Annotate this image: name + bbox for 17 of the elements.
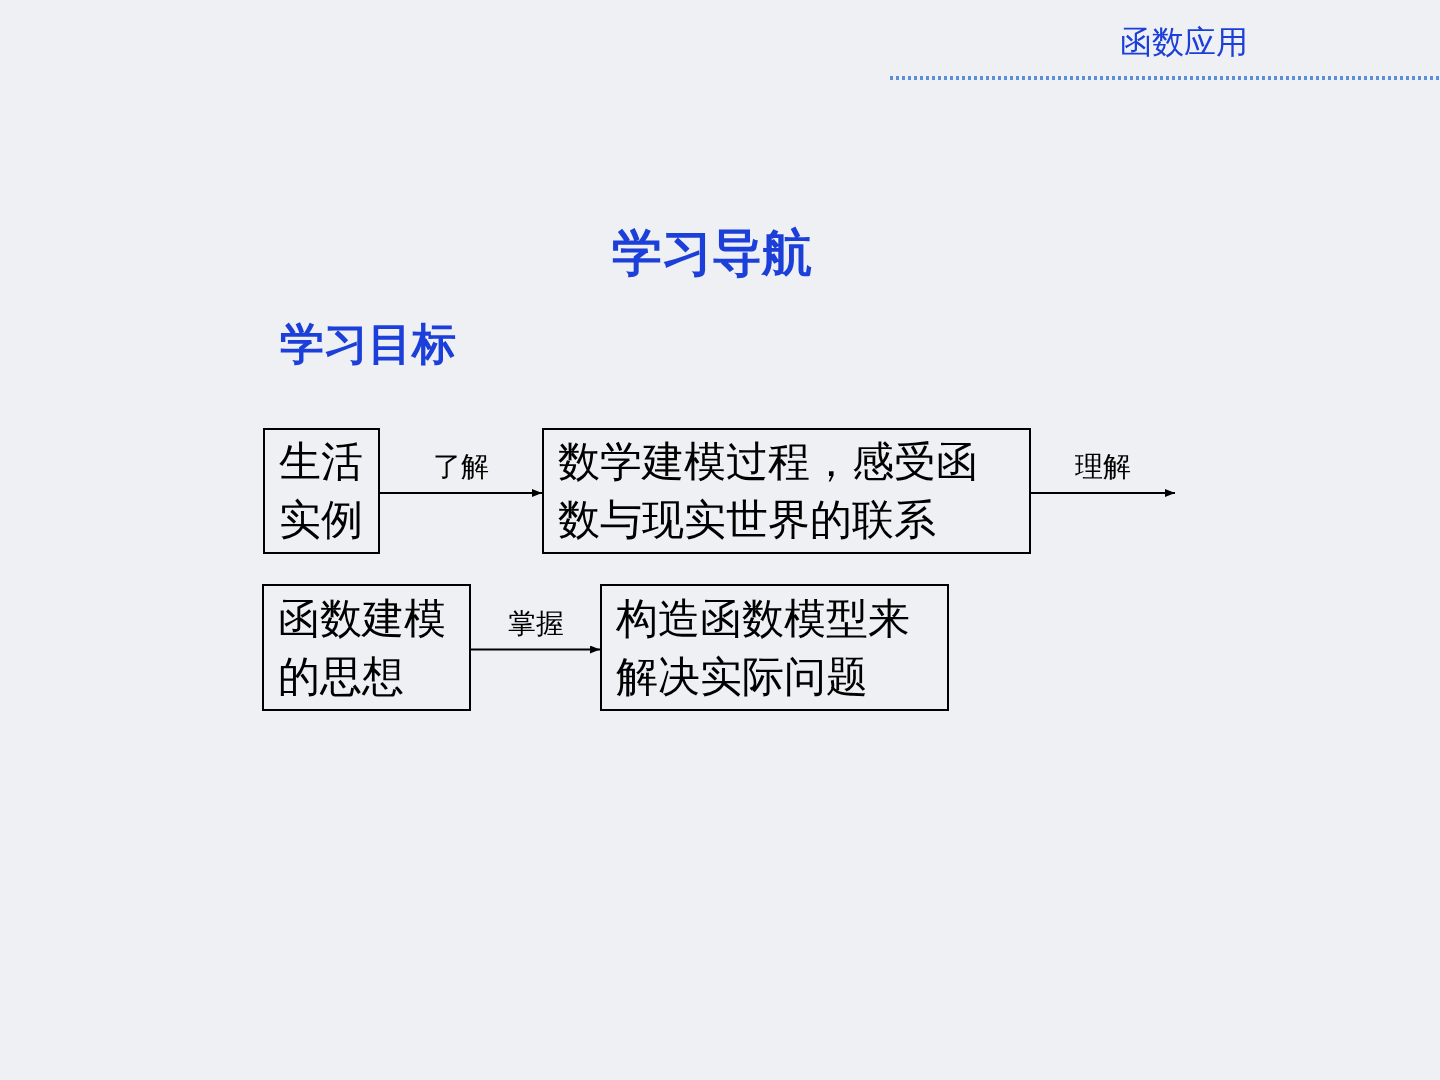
section-heading: 学习目标 — [280, 322, 456, 366]
arrow — [1030, 489, 1176, 497]
box-text: 生活实例 — [279, 436, 364, 546]
edge-label: 了解 — [433, 453, 489, 481]
edge-label: 理解 — [1075, 453, 1131, 481]
title: 学习导航 — [612, 228, 812, 278]
text-box — [542, 428, 1031, 554]
header-text: 函数应用 — [1120, 26, 1248, 58]
text-box — [600, 584, 949, 711]
box-text: 数学建模过程，感受函数与现实世界的联系 — [558, 436, 979, 546]
box-text: 函数建模的思想 — [278, 592, 447, 703]
arrow — [379, 489, 543, 497]
box-text: 构造函数模型来解决实际问题 — [616, 592, 911, 703]
text-box — [262, 584, 471, 711]
text-box — [263, 428, 380, 554]
edge-label: 掌握 — [507, 609, 564, 638]
arrow — [470, 645, 601, 654]
